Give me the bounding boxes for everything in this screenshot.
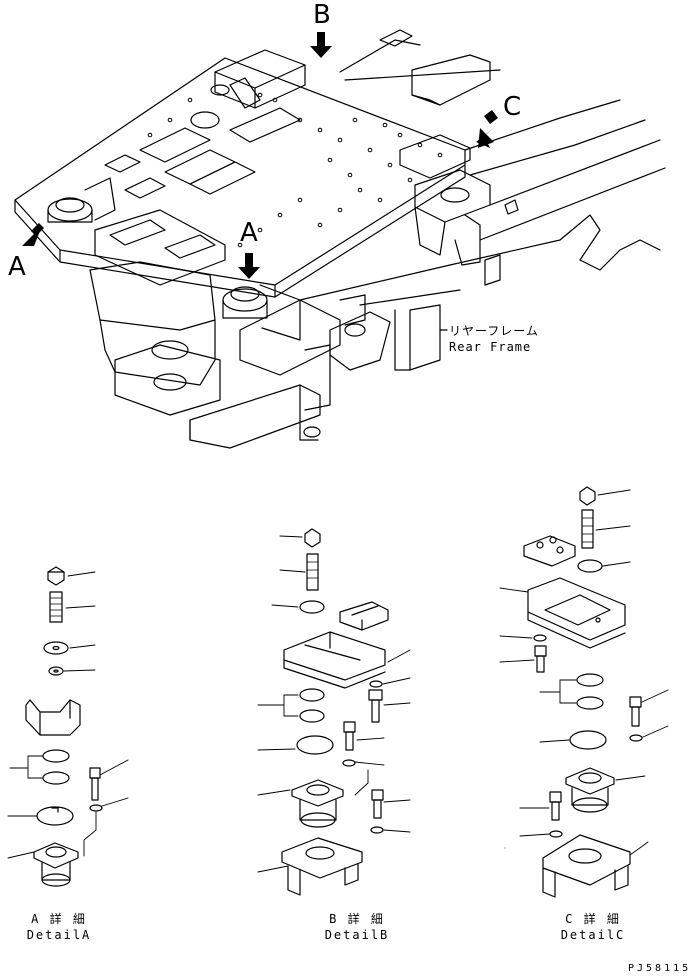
- detail-b-leaders: [258, 536, 410, 872]
- detail-plate: [95, 210, 225, 285]
- view-arrow-b: [310, 32, 332, 58]
- mount-a-right: [223, 285, 300, 340]
- view-marker-a-right: A: [240, 218, 258, 248]
- floor-plate-assembly: [15, 50, 490, 297]
- detail-a-caption-en: DetailA: [26, 928, 92, 942]
- view-arrow-a-right: [238, 253, 260, 279]
- view-arrow-c: [476, 110, 498, 148]
- mount-a-left: [48, 178, 115, 222]
- detail-a-exploded: [26, 567, 102, 886]
- plate-holes: [148, 93, 442, 247]
- detail-c-caption-en: DetailC: [560, 928, 626, 942]
- detail-b-caption-jp: B 詳 細: [329, 912, 385, 926]
- view-arrow-a-left: [22, 223, 44, 246]
- detail-a-leaders: [8, 572, 128, 858]
- rear-frame: [300, 30, 665, 370]
- detail-c-exploded: [524, 487, 642, 897]
- rear-frame-label-jp: リヤーフレーム: [449, 324, 539, 338]
- view-marker-a-left: A: [8, 252, 26, 282]
- detail-b-caption-en: DetailB: [324, 928, 390, 942]
- rear-frame-label-en: Rear Frame: [449, 340, 532, 354]
- detail-b-exploded: [282, 529, 388, 895]
- detail-c-caption-jp: C 詳 細: [565, 912, 621, 926]
- detail-a-caption-jp: A 詳 細: [31, 912, 87, 926]
- view-marker-c: C: [503, 92, 522, 122]
- detail-c-leaders: [500, 490, 668, 855]
- drawing-code: PJ58115: [628, 963, 692, 974]
- view-marker-b: B: [313, 0, 331, 30]
